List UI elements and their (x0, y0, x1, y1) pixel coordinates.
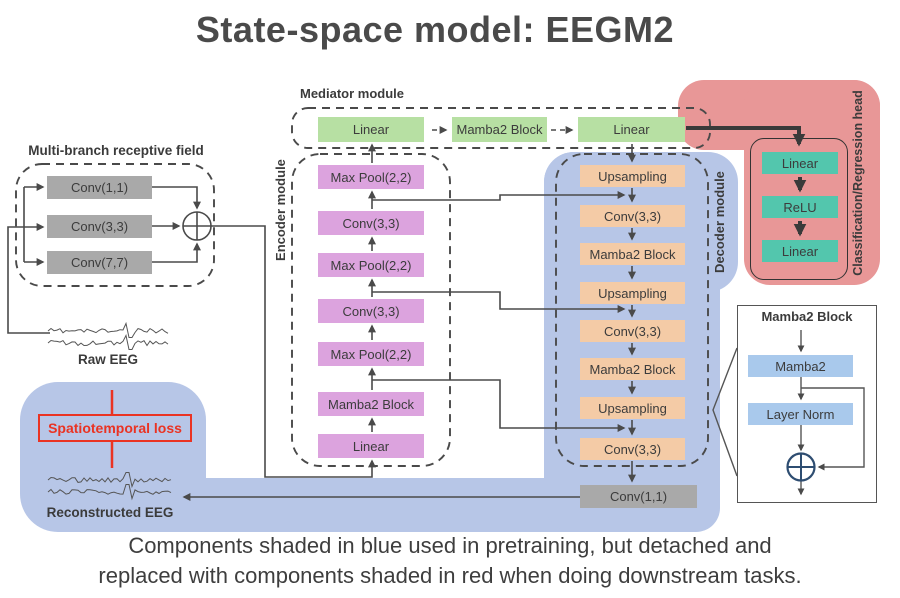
caption-line-2: replaced with components shaded in red w… (98, 563, 802, 588)
spatiotemporal-loss-box: Spatiotemporal loss (38, 414, 192, 442)
reconstructed-eeg-label: Reconstructed EEG (46, 505, 174, 520)
output-conv-box: Conv(1,1) (580, 485, 697, 508)
multibranch-conv-box: Conv(1,1) (47, 176, 152, 199)
mediator-label: Mediator module (300, 86, 405, 101)
head-label: Classification/Regression head (851, 90, 865, 276)
spatiotemporal-loss-label: Spatiotemporal loss (48, 420, 182, 436)
encoder-box: Max Pool(2,2) (318, 165, 424, 189)
mamba2-detail-title: Mamba2 Block (761, 309, 853, 324)
mediator-box: Linear (318, 117, 424, 142)
encoder-label: Encoder module (273, 159, 288, 261)
encoder-box: Conv(3,3) (318, 211, 424, 235)
encoder-box: Max Pool(2,2) (318, 342, 424, 366)
decoder-box: Mamba2 Block (580, 358, 685, 380)
head-box: Linear (762, 240, 838, 262)
decoder-label: Decoder module (712, 171, 727, 273)
sum-circle (182, 211, 212, 241)
decoder-box: Conv(3,3) (580, 205, 685, 227)
page-title: State-space model: EEGM2 (195, 9, 675, 50)
decoder-box: Conv(3,3) (580, 320, 685, 342)
decoder-box: Mamba2 Block (580, 243, 685, 265)
head-box: Linear (762, 152, 838, 174)
encoder-box: Mamba2 Block (318, 392, 424, 416)
multibranch-conv-box: Conv(7,7) (47, 251, 152, 274)
head-box: ReLU (762, 196, 838, 218)
raw-eeg-label: Raw EEG (77, 352, 139, 367)
decoder-box: Upsampling (580, 397, 685, 419)
multibranch-label: Multi-branch receptive field (28, 143, 204, 158)
encoder-box: Max Pool(2,2) (318, 253, 424, 277)
decoder-box: Upsampling (580, 165, 685, 187)
mediator-box: Linear (578, 117, 685, 142)
decoder-box: Conv(3,3) (580, 438, 685, 460)
multibranch-conv-box: Conv(3,3) (47, 215, 152, 238)
encoder-box: Linear (318, 434, 424, 458)
decoder-box: Upsampling (580, 282, 685, 304)
mamba2-detail-box-item: Mamba2 (748, 355, 853, 377)
caption-line-1: Components shaded in blue used in pretra… (128, 533, 772, 558)
encoder-box: Conv(3,3) (318, 299, 424, 323)
mediator-box: Mamba2 Block (452, 117, 547, 142)
mamba2-detail-box-item: Layer Norm (748, 403, 853, 425)
